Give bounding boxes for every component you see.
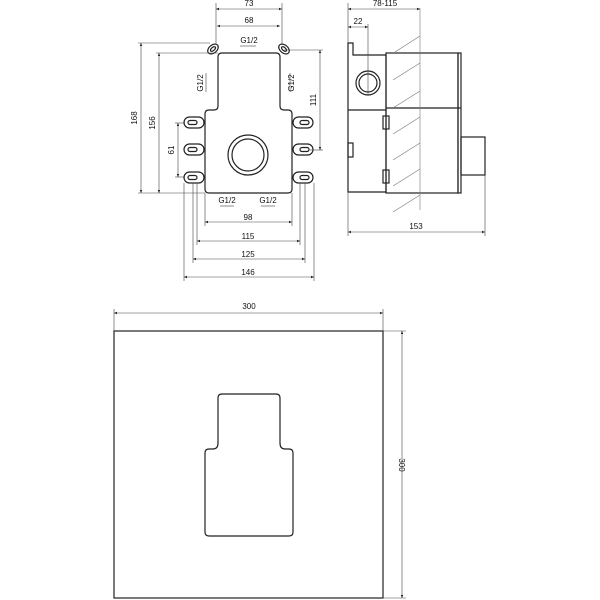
front-dimension-lines <box>138 3 323 281</box>
dim-22: 22 <box>354 17 363 26</box>
outlet-spigot <box>460 136 486 176</box>
cover-plate-outline <box>113 330 384 599</box>
dim-61: 61 <box>167 145 176 154</box>
box-body <box>204 52 293 194</box>
dim-thread-bottom-right: G1/2 <box>259 196 277 205</box>
dim-plate-width: 300 <box>242 302 256 311</box>
outlet-circle <box>227 134 269 176</box>
dim-98: 98 <box>244 213 253 222</box>
mounting-ears <box>207 43 290 55</box>
cover-dimension-lines <box>113 309 406 599</box>
side-lugs <box>183 116 314 184</box>
dim-153: 153 <box>409 222 423 231</box>
dim-plate-height: 300 <box>397 458 406 472</box>
dim-thread-bottom-left: G1/2 <box>218 196 236 205</box>
side-dimension-lines <box>347 3 486 236</box>
cover-plate-cutout <box>204 393 294 537</box>
clip-lower <box>382 169 390 184</box>
dim-125: 125 <box>241 250 255 259</box>
dim-73: 73 <box>245 0 254 8</box>
front-flange <box>457 52 462 194</box>
dim-115: 115 <box>242 232 255 241</box>
front-view: 73 68 G1/2 168 156 61 G1/2 G1/2 111 G1/2… <box>130 0 323 281</box>
dim-78-115: 78-115 <box>373 0 398 8</box>
dim-156: 156 <box>148 116 157 130</box>
dim-168: 168 <box>130 111 139 125</box>
cover-plate: 300 300 <box>113 302 406 599</box>
dim-111: 111 <box>309 93 318 106</box>
dim-68: 68 <box>245 16 254 25</box>
dim-thread-top: G1/2 <box>240 36 258 45</box>
outlet-inner-circle <box>231 138 265 172</box>
back-plate <box>347 42 387 193</box>
clip-upper <box>382 115 390 130</box>
side-view: 78-115 22 153 <box>347 0 486 236</box>
wall-hatching <box>392 8 421 213</box>
dim-thread-right: G1/2 <box>287 74 296 92</box>
dim-146: 146 <box>241 268 255 277</box>
dim-thread-left: G1/2 <box>196 74 205 92</box>
notch <box>347 142 354 158</box>
box-housing <box>385 52 459 194</box>
